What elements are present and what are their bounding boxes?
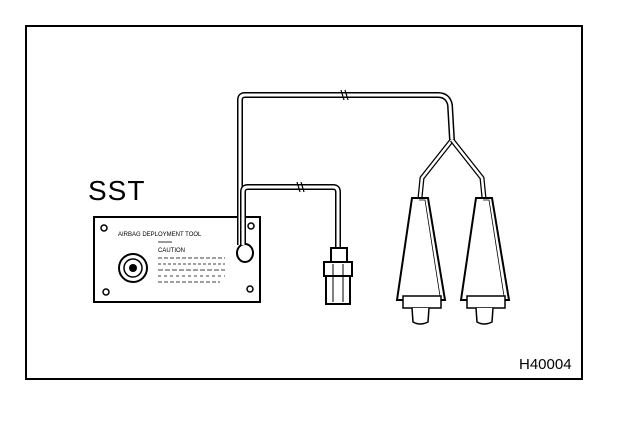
screw-icon bbox=[100, 224, 108, 232]
screw-icon bbox=[247, 222, 255, 230]
main-cable bbox=[237, 89, 455, 245]
deployment-tool-plate: AIRBAG DEPLOYMENT TOOL CAUTION bbox=[93, 216, 261, 303]
plate-socket-icon bbox=[118, 253, 148, 283]
plate-caution: CAUTION bbox=[158, 248, 185, 254]
screw-icon bbox=[102, 288, 110, 296]
right-clip-lead bbox=[459, 197, 511, 325]
figure-code: H40004 bbox=[519, 356, 572, 373]
plate-fine-print bbox=[158, 241, 225, 283]
screw-icon bbox=[246, 285, 254, 293]
connector-cable bbox=[240, 181, 341, 250]
split-leads bbox=[417, 138, 487, 199]
cable-connector-icon bbox=[323, 247, 353, 305]
cable-grommet bbox=[236, 243, 254, 263]
sst-label: SST bbox=[88, 175, 146, 206]
plate-title: AIRBAG DEPLOYMENT TOOL bbox=[118, 232, 202, 238]
left-clip-lead bbox=[395, 197, 447, 325]
